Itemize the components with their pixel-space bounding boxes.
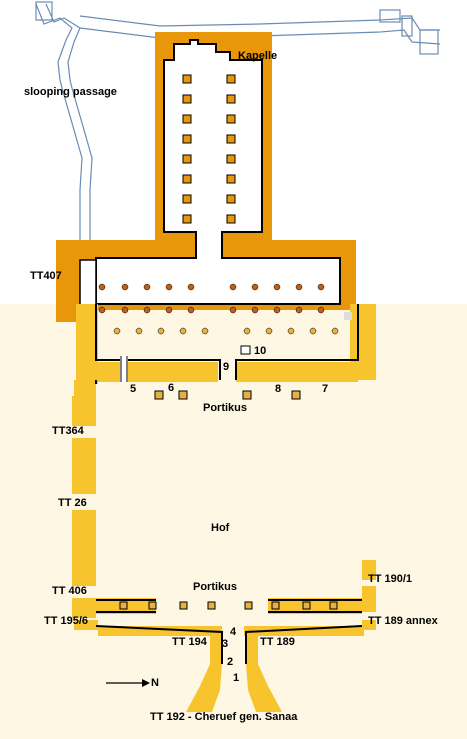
label-tt190: TT 190/1 xyxy=(368,573,413,585)
label-tt364: TT364 xyxy=(52,425,84,437)
number-6: 6 xyxy=(168,382,175,394)
hall-interior xyxy=(95,39,341,305)
portikus-pillars xyxy=(119,390,338,610)
label-portikus-upper: Portikus xyxy=(203,402,248,414)
label-tt189: TT 189 xyxy=(260,636,295,648)
number-4: 4 xyxy=(230,626,237,638)
label-tt26: TT 26 xyxy=(58,497,87,509)
number-1: 1 xyxy=(233,672,240,684)
label-tt406: TT 406 xyxy=(52,585,87,597)
label-portikus-lower: Portikus xyxy=(193,581,238,593)
label-hof: Hof xyxy=(211,522,230,534)
label-slooping-passage: slooping passage xyxy=(24,86,117,98)
number-9: 9 xyxy=(223,361,230,373)
label-kapelle: Kapelle xyxy=(238,50,278,62)
label-tt189-annex: TT 189 annex xyxy=(368,615,438,627)
feature-10 xyxy=(240,345,251,355)
door-gap xyxy=(120,356,128,382)
number-2: 2 xyxy=(227,656,234,668)
courtyard-walls xyxy=(72,304,376,712)
number-5: 5 xyxy=(130,383,137,395)
number-10: 10 xyxy=(254,345,267,357)
chapel-pillars xyxy=(182,74,236,224)
label-tt194: TT 194 xyxy=(172,636,207,648)
label-north: N xyxy=(151,677,159,689)
number-8: 8 xyxy=(275,383,282,395)
corner-block xyxy=(344,312,352,320)
number-3: 3 xyxy=(222,638,229,650)
portikus-outline xyxy=(95,304,363,664)
hall-pillars-tan xyxy=(113,327,339,335)
label-tt407: TT407 xyxy=(30,270,62,282)
caption: TT 192 - Cheruef gen. Sanaa xyxy=(150,711,298,723)
north-arrow xyxy=(106,679,150,687)
label-tt195: TT 195/6 xyxy=(44,615,89,627)
number-7: 7 xyxy=(322,383,329,395)
hall-pillars-brown xyxy=(98,283,325,314)
